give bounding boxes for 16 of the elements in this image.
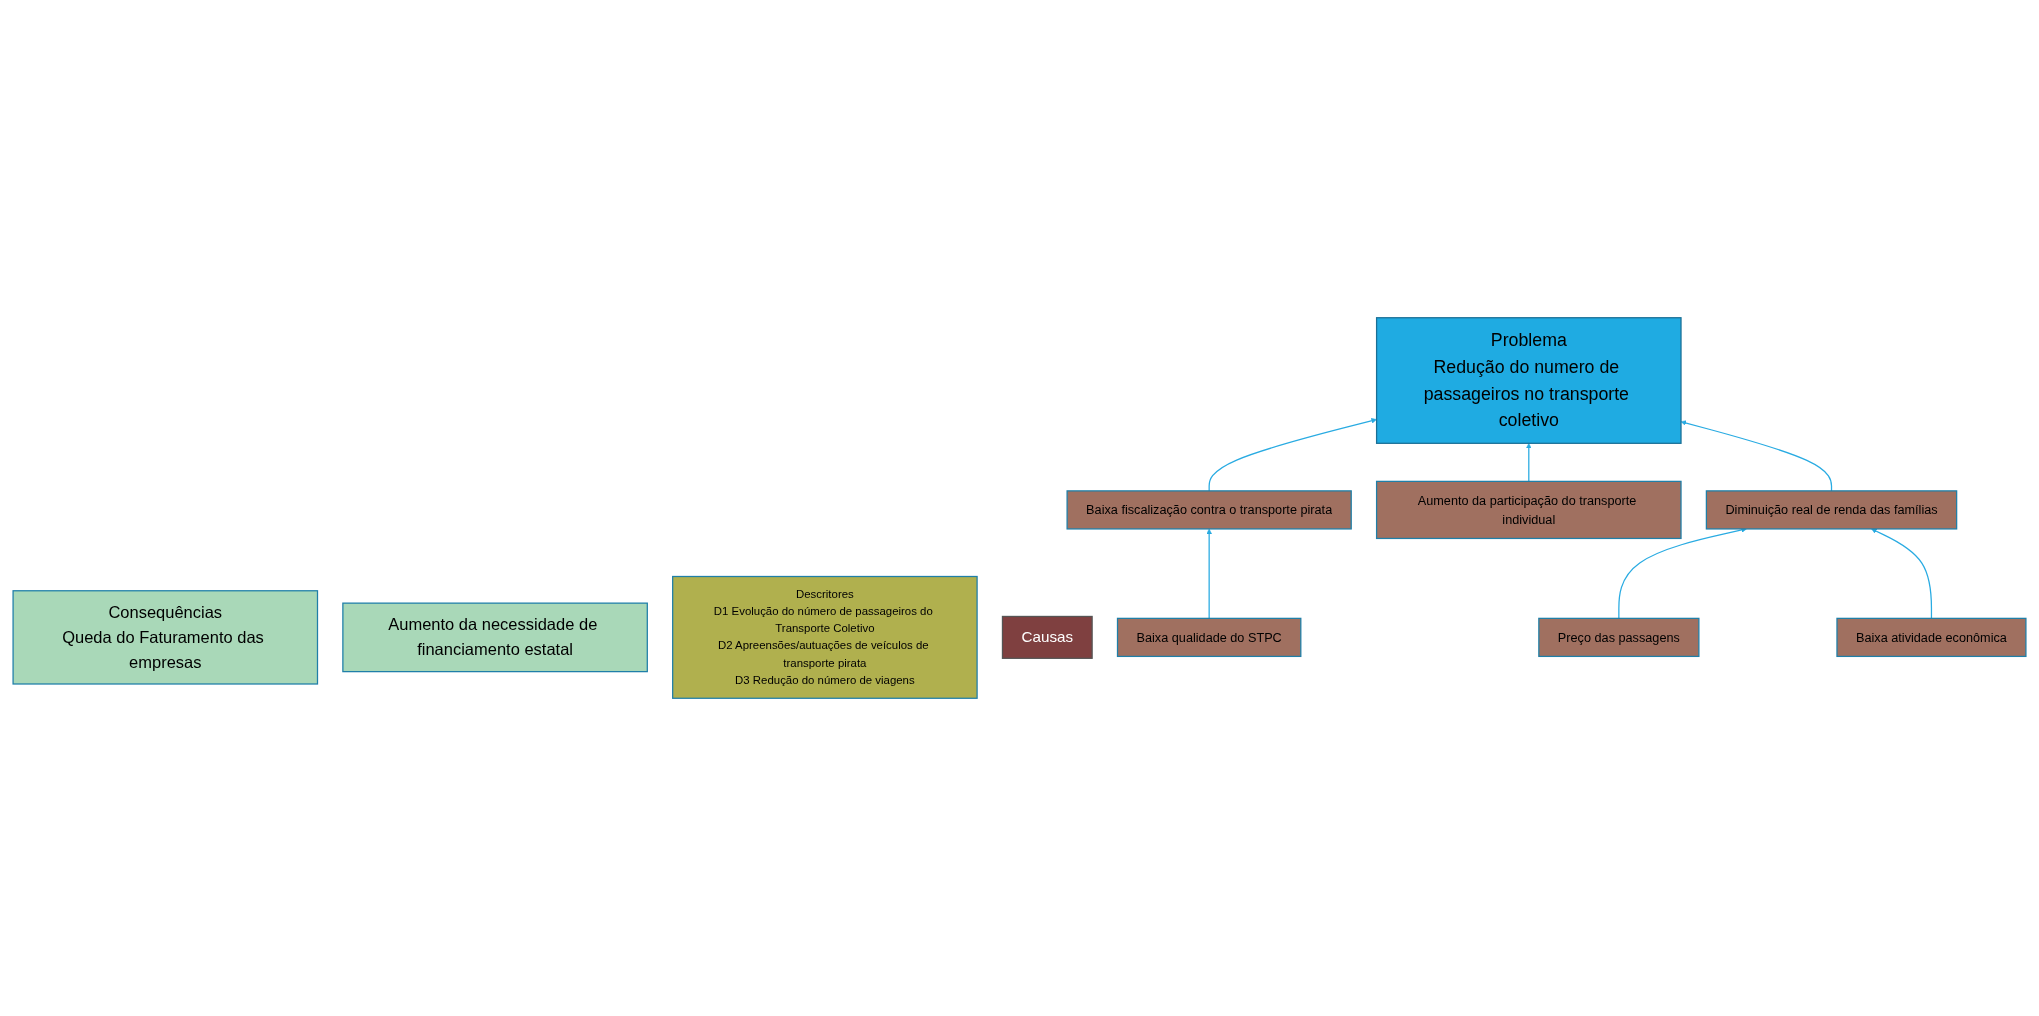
node-box: Descritores D1 Evolução do número de passageiros do Transporte Coletivo D2 Apreensões/autuações de veículos de transporte pirata D3 Redução do número de viagens (672, 575, 978, 699)
node-box: Aumento da participação do transporte individual (1375, 480, 1682, 540)
arrow (1871, 528, 1933, 619)
node-box: Baixa qualidade do STPC (1116, 617, 1302, 658)
arrow (1618, 527, 1747, 619)
arrow (1208, 418, 1377, 492)
node-box: Aumento da necessidade de financiamento estatal (342, 602, 648, 673)
node-box: Preço das passagens (1538, 617, 1700, 658)
node-box: Diminuição real de renda das famílias (1705, 490, 1958, 530)
arrow (1206, 528, 1212, 619)
node-box: Baixa fiscalização contra o transporte pirata (1066, 490, 1352, 530)
node-box: Causas (1001, 615, 1093, 659)
arrow (1526, 443, 1532, 482)
node-box: Problema Redução do numero de passageiros no transporte coletivo (1375, 317, 1682, 444)
node-box: Baixa atividade econômica (1836, 617, 2027, 658)
node-box: Consequências Queda do Faturamento das empresas (12, 590, 319, 685)
